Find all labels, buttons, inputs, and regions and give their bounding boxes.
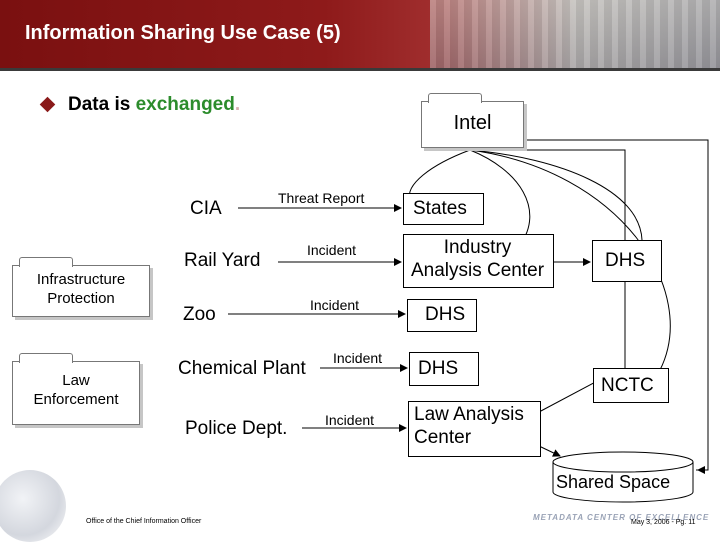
folder-infrastructure-line2: Protection (47, 289, 115, 307)
header-photo (430, 0, 720, 68)
arrow-lawcenter-shared (538, 445, 561, 457)
target-dhs-right: DHS (605, 250, 646, 271)
footer-logo: METADATA CENTER OF EXCELLENCE (533, 513, 710, 522)
header-bar (0, 0, 720, 68)
folder-law-enforcement-label: Law Enforcement (13, 372, 139, 410)
folder-tab (428, 93, 482, 103)
footer-date-page: May 3, 2006 - Pg. 11 (631, 519, 696, 526)
globe-watermark (0, 470, 66, 542)
industry-line1: Industry (443, 237, 512, 258)
folder-tab (19, 353, 73, 363)
box-law-analysis-center (408, 401, 541, 457)
label-incident-chemical: Incident (333, 350, 383, 366)
folder-law-line2: Enforcement (33, 390, 119, 408)
folder-law-line1: Law (62, 372, 90, 389)
bullet-prefix: Data is (68, 94, 136, 115)
cylinder-body (552, 462, 694, 503)
target-dhs-2: DHS (418, 358, 459, 379)
source-rail-yard: Rail Yard (184, 250, 261, 271)
law-center-line2: Center (414, 426, 472, 448)
target-states: States (413, 198, 467, 219)
box-dhs-2 (409, 352, 479, 386)
curve-intel-large (469, 149, 671, 371)
bullet-highlight: exchanged (135, 94, 235, 115)
folder-tab (19, 257, 73, 267)
label-threat-report: Threat Report (278, 190, 365, 206)
box-nctc (593, 368, 669, 403)
target-nctc: NCTC (601, 375, 654, 396)
source-police-dept: Police Dept. (185, 418, 288, 439)
curve-intel-dhs (469, 149, 643, 241)
header-rule (0, 68, 720, 71)
source-chemical-plant: Chemical Plant (178, 358, 306, 379)
line-intel-nctc (470, 149, 626, 368)
source-cia: CIA (190, 198, 222, 219)
law-center-line1: Law Analysis (414, 404, 524, 425)
industry-line2: Analysis Center (410, 259, 545, 281)
bullet-text: Data is exchanged. (68, 94, 240, 116)
footer-office: Office of the Chief Information Officer (86, 518, 202, 525)
label-incident-zoo: Incident (310, 297, 360, 313)
folder-intel: Intel (421, 93, 524, 148)
box-dhs-right (592, 240, 662, 282)
folder-infrastructure-label: Infrastructure Protection (13, 271, 149, 309)
folder-infrastructure-protection: Infrastructure Protection (12, 257, 150, 317)
box-dhs-1 (407, 299, 477, 332)
arrow-lawcenter-nctc (538, 377, 604, 413)
target-law-analysis-center: Law Analysis Center (414, 404, 524, 450)
folder-intel-label: Intel (453, 112, 492, 134)
folder-infrastructure-line1: Infrastructure (36, 271, 126, 288)
bullet-suffix: . (234, 94, 241, 115)
target-dhs-1: DHS (425, 304, 466, 325)
curve-intel-industry (469, 149, 531, 246)
folder-law-enforcement: Law Enforcement (12, 353, 140, 425)
cylinder-top (552, 451, 694, 473)
box-industry-analysis-center (403, 234, 554, 288)
slide-title: Information Sharing Use Case (5) (25, 22, 341, 44)
target-industry-analysis-center: Industry Analysis Center (403, 237, 552, 283)
box-states (403, 193, 484, 225)
label-incident-rail: Incident (307, 242, 357, 258)
label-incident-police: Incident (325, 412, 375, 428)
target-shared-space: Shared Space (556, 472, 671, 492)
source-zoo: Zoo (183, 304, 216, 325)
